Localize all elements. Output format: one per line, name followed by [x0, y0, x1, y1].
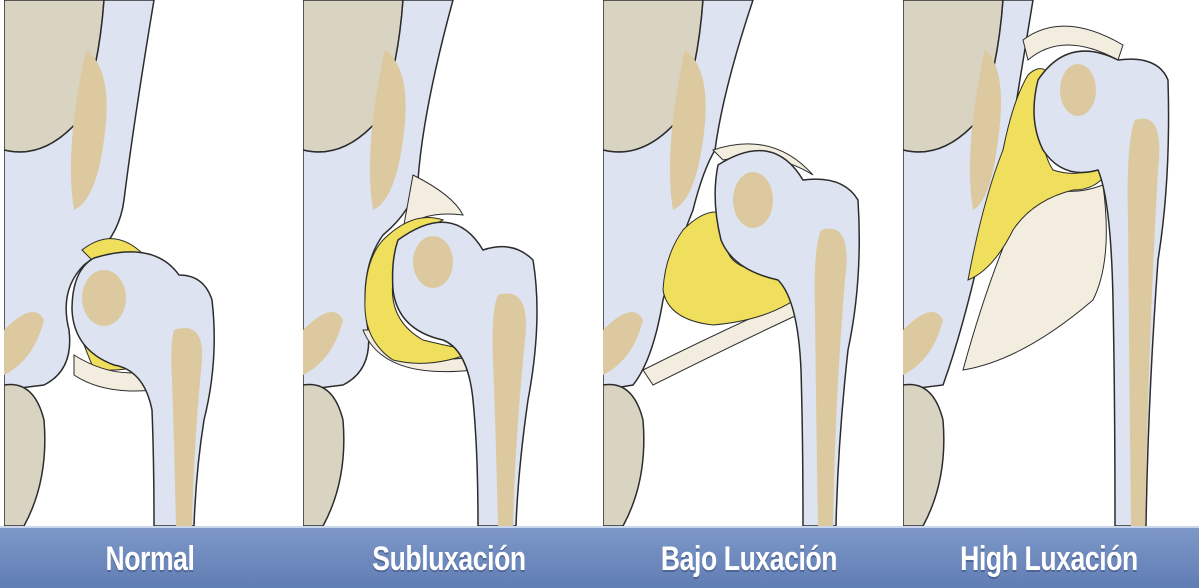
hip-joint-normal-illustration	[4, 0, 296, 526]
hip-joint-high-luxacion-illustration	[903, 0, 1195, 526]
panel-subluxacion	[303, 0, 595, 526]
label-high-luxacion: High Luxación	[935, 528, 1163, 588]
label-normal: Normal	[36, 528, 264, 588]
panel-bajo-luxacion	[603, 0, 895, 526]
panel-normal	[4, 0, 296, 526]
label-bajo-luxacion: Bajo Luxación	[635, 528, 863, 588]
hip-joint-subluxacion-illustration	[303, 0, 595, 526]
hip-joint-bajo-luxacion-illustration	[603, 0, 895, 526]
panel-high-luxacion	[903, 0, 1195, 526]
label-banner: Normal Subluxación Bajo Luxación High Lu…	[0, 526, 1199, 588]
label-subluxacion: Subluxación	[335, 528, 563, 588]
